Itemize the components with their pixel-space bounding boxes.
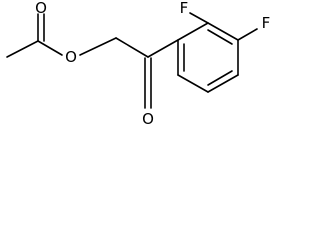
atom-o-ketone: O — [142, 110, 154, 128]
ring-inner-h — [207, 70, 233, 86]
ring-inner-i — [207, 29, 233, 45]
ring-edge-c — [207, 74, 239, 93]
bond-methyl — [6, 40, 39, 58]
bond-acyl-oxygen — [37, 40, 63, 56]
bond-ortho-fluorine — [189, 12, 209, 24]
atom-f-ortho: F — [180, 0, 189, 17]
atom-o-acetyl-carbonyl: O — [35, 0, 47, 17]
atom-o-ester: O — [65, 48, 77, 66]
bond-oxygen-methylene — [79, 37, 117, 56]
atom-f-para: F — [262, 14, 271, 32]
bond-ketone-ring — [147, 39, 179, 58]
skeletal-formula: O O O F F — [6, 0, 271, 128]
ring-edge-e — [207, 22, 239, 41]
bond-para-fluorine — [237, 28, 258, 41]
bond-methylene-ketone — [115, 37, 149, 58]
ring-edge-f — [177, 22, 209, 41]
structure-canvas: O O O F F — [6, 0, 271, 128]
ring-edge-b — [177, 74, 209, 93]
